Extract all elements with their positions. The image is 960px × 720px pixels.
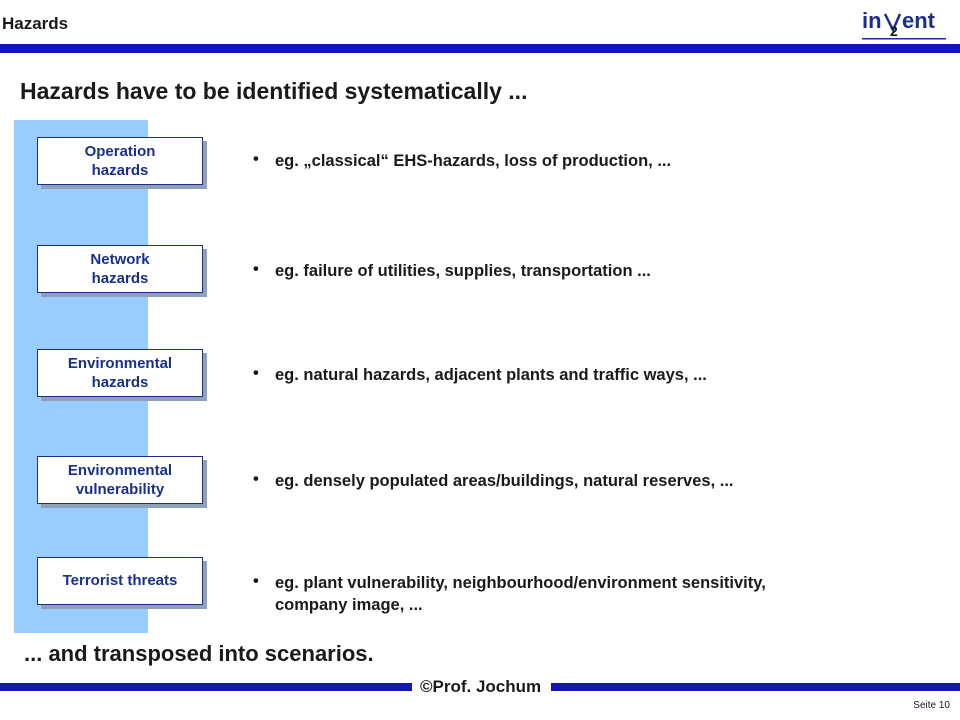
bullet-text: eg. natural hazards, adjacent plants and… <box>275 366 707 384</box>
closing-statement: ... and transposed into scenarios. <box>24 641 374 666</box>
invent-logo: in ent 2 <box>860 4 950 42</box>
section-label: Hazards <box>2 14 69 33</box>
bullet-terrorist: • eg. plant vulnerability, neighbourhood… <box>253 572 766 617</box>
category-environmental-hazards: Environmental hazards <box>37 349 203 397</box>
bottom-rule-right <box>551 683 960 691</box>
svg-text:ent: ent <box>902 8 936 33</box>
bullet-operation: • eg. „classical“ EHS-hazards, loss of p… <box>253 150 671 172</box>
top-rule <box>0 44 960 53</box>
bottom-rule-left <box>0 683 412 691</box>
bullet-text: eg. „classical“ EHS-hazards, loss of pro… <box>275 152 672 170</box>
page-number: Seite 10 <box>913 700 950 711</box>
svg-text:in: in <box>862 8 882 33</box>
bullet-text: eg. plant vulnerability, neighbourhood/e… <box>275 574 766 615</box>
bullet-dot: • <box>253 470 259 488</box>
page-title: Hazards have to be identified systematic… <box>20 78 528 104</box>
bullet-text: eg. failure of utilities, supplies, tran… <box>275 262 651 280</box>
bullet-text: eg. densely populated areas/buildings, n… <box>275 472 734 490</box>
logo-mark: 2 <box>890 23 898 39</box>
bullet-network: • eg. failure of utilities, supplies, tr… <box>253 260 651 282</box>
bullet-dot: • <box>253 150 259 168</box>
bullet-dot: • <box>253 364 259 382</box>
category-environmental-vulnerability: Environmental vulnerability <box>37 456 203 504</box>
category-terrorist-threats: Terrorist threats <box>37 557 203 605</box>
bullet-dot: • <box>253 572 259 590</box>
category-operation-hazards: Operation hazards <box>37 137 203 185</box>
footer-author: ©Prof. Jochum <box>416 677 546 697</box>
bullet-dot: • <box>253 260 259 278</box>
bullet-vulnerability: • eg. densely populated areas/buildings,… <box>253 470 734 492</box>
category-network-hazards: Network hazards <box>37 245 203 293</box>
bullet-environmental: • eg. natural hazards, adjacent plants a… <box>253 364 707 386</box>
